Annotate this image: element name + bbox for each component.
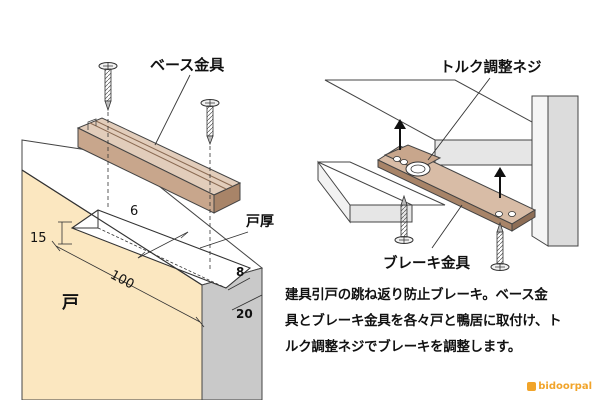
arrow-up-icon <box>394 119 406 150</box>
dimension-15: 15 <box>30 231 47 246</box>
screw-icon <box>490 221 510 271</box>
header-jamb <box>317 79 579 247</box>
brand-logo: bidoorpal <box>527 381 592 392</box>
door-assembly <box>21 139 264 400</box>
arrow-up-icon <box>494 167 506 198</box>
description-text: 建具引戸の跳ね返り防止ブレーキ。ベース金 具とブレーキ金具を各々戸と鴨居に取付け… <box>285 283 585 361</box>
base-fitting-label: ベース金具 <box>150 56 224 74</box>
dimension-8: 8 <box>236 265 244 279</box>
brake-fitting <box>376 144 537 232</box>
dimension-20: 20 <box>236 307 253 321</box>
screw-icon <box>98 62 118 112</box>
brand-name: bidoorpal <box>538 381 592 392</box>
brake-fitting-label: ブレーキ金具 <box>383 254 470 272</box>
screw-icon <box>200 99 220 146</box>
description-line-2: 具とブレーキ金具を各々戸と鴨居に取付け、ト <box>285 314 562 329</box>
screw-icon <box>394 194 414 244</box>
base-fitting <box>76 117 242 214</box>
description-line-3: ルク調整ネジでブレーキを調整します。 <box>285 340 522 355</box>
dimension-lines <box>51 221 263 328</box>
torque-screw-label: トルク調整ネジ <box>440 58 542 76</box>
dimension-6: 6 <box>130 204 138 219</box>
brand-mark-icon <box>527 382 537 391</box>
door-thickness-label: 戸厚 <box>246 214 274 230</box>
door-label: 戸 <box>62 293 79 313</box>
description-line-1: 建具引戸の跳ね返り防止ブレーキ。ベース金 <box>285 288 548 303</box>
